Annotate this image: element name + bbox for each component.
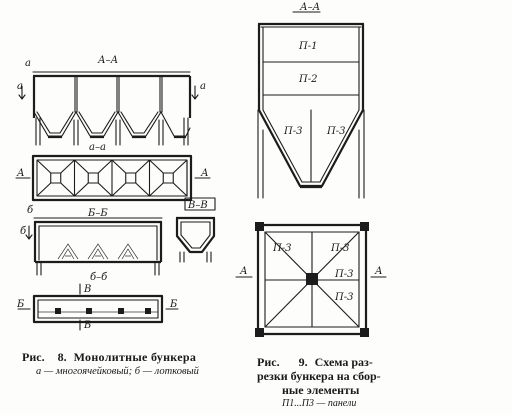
fig9-label-p1: П-1 xyxy=(298,41,317,52)
fig9-label-p3-right: П-3 xyxy=(326,126,345,137)
hopper-outlet xyxy=(125,172,137,184)
fig8-label-section-bb: Б–Б xyxy=(87,208,108,219)
fig9-label-p2: П-2 xyxy=(298,74,317,85)
cut-arrow-b-icon xyxy=(25,225,33,240)
fig9-caption-line3-wrap: ные элементы xyxy=(282,383,359,398)
fig8-caption-prefix: Рис. xyxy=(22,350,45,364)
fig9-plan-label-3: П-3 xyxy=(334,269,353,280)
fig8a-section: а А–А а а xyxy=(17,55,206,146)
fig8-label-a: а xyxy=(25,58,31,69)
hopper-outlet xyxy=(162,172,174,184)
fig8-label-V-top: В xyxy=(83,284,91,295)
fig9-plan: А А П-3 П-3 П-3 П-3 xyxy=(235,222,387,337)
hopper-outlet xyxy=(87,172,99,184)
fig9-plan-label-4: П-3 xyxy=(334,292,353,303)
fig9-label-section-aa: А–А xyxy=(299,2,320,13)
cut-arrow-left-icon xyxy=(18,85,26,100)
fig8-label-b: б xyxy=(27,205,34,216)
plan-hopper-cell xyxy=(36,159,76,197)
fig8-caption-sub: а — многоячейковый; б — лотковый xyxy=(36,366,199,377)
fig9-caption-prefix: Рис. xyxy=(257,355,280,369)
fig9-caption-line2: резки бункера на сбор- xyxy=(257,369,381,383)
fig8-caption: Рис. 8. Монолитные бункера xyxy=(22,350,196,365)
fig8-label-V-bottom: В xyxy=(83,320,91,331)
fig8-caption-number: 8. xyxy=(57,350,67,364)
hopper-outlet xyxy=(50,172,62,184)
fig8b-section: б Б–Б б xyxy=(20,205,163,276)
fig9-plan-label-1: П-3 xyxy=(272,243,291,254)
fig9-section: А–А П-1 П-2 П-3 П-3 xyxy=(257,2,365,199)
fig9-caption-line3: ные элементы xyxy=(282,383,360,397)
fig9-caption-line1: Схема раз- xyxy=(314,355,373,369)
plan-hopper-cell xyxy=(111,159,151,197)
fig8-arrow-a-left: а xyxy=(17,81,23,92)
fig8-label-section-vv: В–В xyxy=(187,200,208,211)
fig9-caption: Рис. 9. Схема раз- xyxy=(257,355,373,370)
fig9-label-A-right: А xyxy=(374,266,383,277)
plan-hopper-cell xyxy=(73,159,113,197)
fig8-caption-title: Монолитные бункера xyxy=(73,350,197,364)
fig9-label-p3-left: П-3 xyxy=(283,126,302,137)
fig9-caption-line2-wrap: резки бункера на сбор- xyxy=(257,369,381,384)
fig8-label-section-aa: А–А xyxy=(97,55,118,66)
fig8-label-A-left: А xyxy=(16,168,25,179)
fig9-caption-sub: П1...П3 — панели xyxy=(282,398,357,409)
fig9-plan-label-2: П-3 xyxy=(330,243,349,254)
fig8-label-B-right: Б xyxy=(169,299,178,310)
fig9-caption-number: 9. xyxy=(298,355,308,369)
fig8-label-A-right: А xyxy=(200,168,209,179)
fig8-label-plan-bb: б–б xyxy=(90,272,108,283)
fig8b-section-vv: В–В xyxy=(175,197,216,263)
plan-hopper-cell xyxy=(148,159,188,197)
fig8a-plan: а–а А А xyxy=(15,142,211,202)
fig8-label-plan-aa: а–а xyxy=(89,142,106,153)
fig8-arrow-a-right: а xyxy=(200,81,206,92)
fig9-label-A-left: А xyxy=(239,266,248,277)
fig8-arrow-b-label: б xyxy=(20,226,27,237)
cut-arrow-right-icon xyxy=(191,85,199,100)
fig8b-plan: б–б В В Б Б xyxy=(16,272,179,331)
fig8-label-B-left: Б xyxy=(16,299,25,310)
